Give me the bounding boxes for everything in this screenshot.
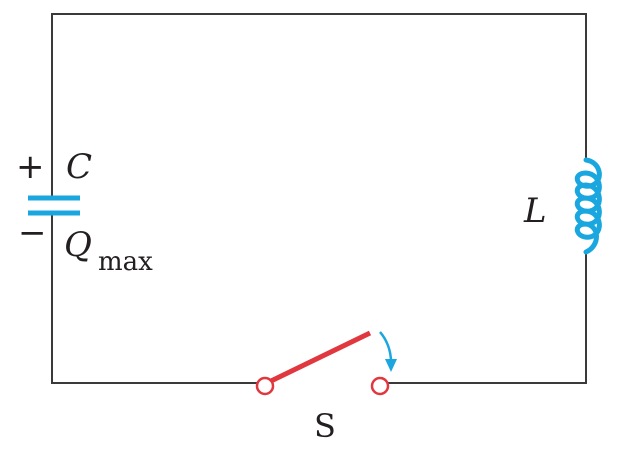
capacitor-plus-label: + — [16, 147, 45, 187]
switch — [255, 330, 390, 396]
wire-left-bottom — [51, 214, 258, 384]
circuit-wires — [51, 13, 587, 384]
switch-blade — [269, 330, 372, 384]
switch-label: S — [314, 407, 336, 445]
wire-right-bottom — [388, 250, 587, 384]
capacitor — [28, 195, 80, 216]
charge-symbol-label: Q — [64, 225, 92, 265]
switch-terminal-left — [255, 376, 275, 396]
wire-left-top-right — [51, 13, 587, 196]
charge-subscript-label: max — [98, 247, 153, 277]
capacitor-minus-label: − — [18, 213, 47, 253]
switch-close-arrow — [379, 331, 397, 372]
switch-terminal-right — [370, 376, 390, 396]
capacitor-label: C — [66, 147, 93, 187]
inductor-label: L — [524, 191, 547, 231]
inductor-coil — [574, 157, 602, 255]
